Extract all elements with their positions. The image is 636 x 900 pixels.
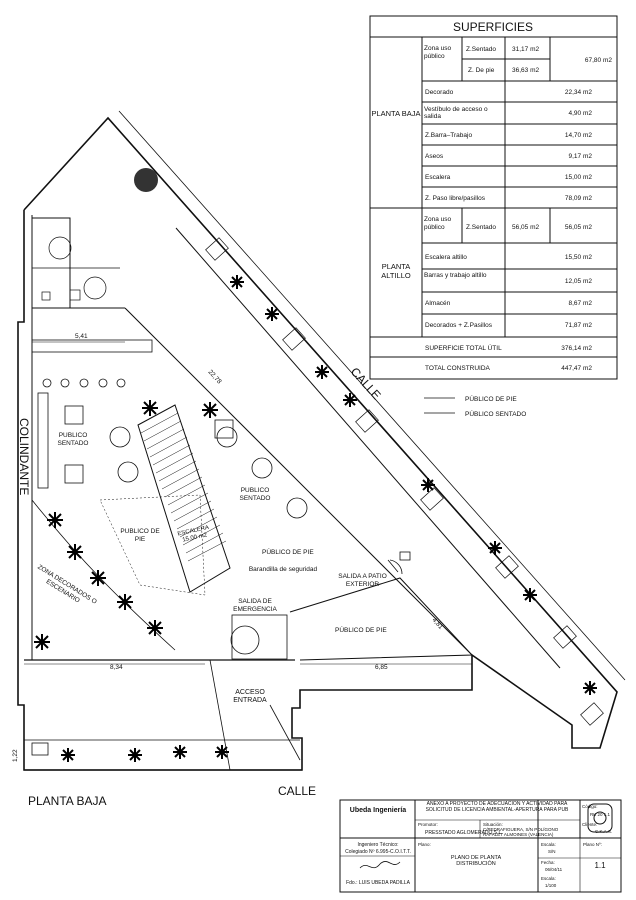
table-title: SUPERFICIES [453, 20, 533, 34]
row-value: 22,34 m2 [565, 89, 592, 96]
z-sentado-label: Z.Sentado [466, 46, 496, 53]
total-util-label: SUPERFICIE TOTAL ÚTIL [425, 343, 502, 352]
row-value: 15,00 m2 [565, 174, 592, 181]
row-label: Vestíbulo de acceso o salida [424, 106, 488, 120]
row-label: Decorado [425, 89, 454, 96]
zone-barandilla: Barandilla de seguridad [248, 566, 318, 573]
zone-publico-sentado-right: PÚBLICO SENTADO [239, 487, 271, 502]
row-label: Escalera [425, 174, 451, 181]
palm-trees [34, 168, 597, 762]
row-label: Almacén [425, 300, 451, 307]
zona-uso-publico-label: Zona uso público [424, 216, 452, 231]
zone-escalera: ESCALERA 15,00 m2 [177, 524, 210, 544]
planta-altillo-label: PLANTA ALTILLO [381, 262, 411, 280]
zone-publico-de-pie-lower: PÚBLICO DE PIE [335, 625, 387, 634]
row-label: Barras y trabajo altillo [424, 272, 487, 279]
plano-label: Plano: [418, 842, 431, 847]
row-label: Decorados + Z.Pasillos [425, 322, 493, 329]
escala-value: S/N [548, 849, 556, 854]
codigo-label: Código: [582, 804, 598, 809]
drawing-label: PLANTA BAJA [28, 794, 106, 808]
engineer-name: Fdo.: LUIS UBEDA PADILLA [346, 880, 410, 886]
plano-n-value: 1.1 [594, 861, 606, 870]
dimension-label: 8,34 [110, 664, 123, 671]
row-label: Z. Paso libre/pasillos [425, 195, 486, 202]
zone-publico-de-pie-center: PÚBLICO DE PIE [120, 528, 160, 543]
z-de-pie-label: Z. De pie [468, 67, 495, 74]
dimension-label: 4,81 [431, 617, 445, 631]
row-value: 12,05 m2 [565, 278, 592, 285]
plan-labels: CALLE COLINDANTE CALLE PLANTA BAJA PÚBLI… [12, 333, 472, 808]
row-value: 14,70 m2 [565, 132, 592, 139]
zone-decorados: ZONA DECORADOS O ESCENARIO [36, 563, 98, 606]
escala2-value: 1/100 [545, 883, 557, 888]
total-construida-value: 447,47 m2 [561, 365, 592, 372]
z-de-pie-value: 36,63 m2 [512, 67, 539, 74]
escala-label: Escala: [541, 842, 556, 847]
zone-salida-patio: SALIDA A PATIO EXTERIOR [338, 573, 387, 588]
fecha-label: Fecha: [541, 860, 555, 865]
dimension-label: 6,85 [375, 664, 388, 671]
title-block: Ubeda Ingeniería ANEXO A PROYECTO DE ADE… [339, 799, 622, 893]
zone-publico-de-pie-upper: PÚBLICO DE PIE [262, 547, 314, 556]
dimension-label: 1,22 [12, 749, 19, 762]
row-value: 8,67 m2 [569, 300, 593, 307]
promoter-label: Promotor: [418, 822, 438, 827]
row-value: 71,87 m2 [565, 322, 592, 329]
row-label: Escalera altillo [425, 254, 467, 261]
promoter-value: PRESSTADO AGLOMERADO,S.L. [425, 830, 503, 836]
row-value: 4,90 m2 [569, 110, 593, 117]
zona-uso-publico-total: 67,80 m2 [585, 57, 612, 64]
total-util-value: 376,14 m2 [561, 345, 592, 352]
zona-uso-publico-total: 56,05 m2 [565, 224, 592, 231]
dimension-label: 5,41 [75, 333, 88, 340]
z-sentado-value: 31,17 m2 [512, 46, 539, 53]
cliente-value: C.K.A.S. [595, 829, 612, 834]
zona-uso-publico-label: Zona uso público [424, 45, 452, 60]
location-value: C/PEDRAFIGUERA, S/N POLÍGONO RAFALET ALM… [483, 827, 559, 837]
crest-icon [587, 803, 613, 833]
z-sentado-label: Z.Sentado [466, 224, 496, 231]
cliente-label: Cliente: [582, 822, 597, 827]
plano-value: PLANO DE PLANTA DISTRIBUCIÓN [450, 855, 502, 867]
location-label: Situación: [483, 822, 503, 827]
fecha-value: 06/04/11 [545, 867, 563, 872]
colindante-label: COLINDANTE [17, 418, 31, 495]
total-construida-label: TOTAL CONSTRUIDA [425, 365, 491, 372]
legend-publico-de-pie: PÚBLICO DE PIE [465, 394, 517, 403]
signature-scribble [359, 861, 401, 869]
engineer-label: Ingeniero Técnico: [357, 842, 398, 848]
plan-outline [17, 110, 626, 771]
row-value: 78,09 m2 [565, 195, 592, 202]
legend: PÚBLICO DE PIE PÚBLICO SENTADO [424, 394, 526, 418]
surfaces-table: SUPERFICIES PLANTA BAJA Zona uso público… [369, 15, 618, 380]
legend-publico-sentado: PÚBLICO SENTADO [465, 409, 526, 418]
company-name: Ubeda Ingeniería [350, 807, 407, 814]
stair-steps [140, 412, 227, 562]
row-label: Aseos [425, 153, 444, 160]
zone-publico-sentado-left: PÚBLICO SENTADO [57, 432, 89, 447]
colegiado: Colegiado Nº 6.995-C.O.I.T.T. [345, 849, 411, 855]
row-value: 15,50 m2 [565, 254, 592, 261]
dimension-label: 22,78 [207, 369, 223, 386]
row-value: 9,17 m2 [569, 153, 593, 160]
planta-baja-label: PLANTA BAJA [371, 109, 420, 118]
escala2-label: Escala: [541, 876, 556, 881]
row-label: Z.Barra–Trabajo [425, 132, 472, 139]
zone-acceso: ACCESO ENTRADA [233, 689, 267, 704]
z-sentado-value: 56,05 m2 [512, 224, 539, 231]
plano-n-label: Plano Nº: [583, 842, 602, 847]
zone-salida-emergencia: SALIDA DE EMERGENCIA [233, 598, 277, 613]
street-bottom-label: CALLE [278, 784, 316, 798]
project-title: ANEXO A PROYECTO DE ADECUACIÓN Y ACTIVID… [425, 801, 569, 813]
codigo-value: RK 20 1.1 [590, 812, 611, 817]
